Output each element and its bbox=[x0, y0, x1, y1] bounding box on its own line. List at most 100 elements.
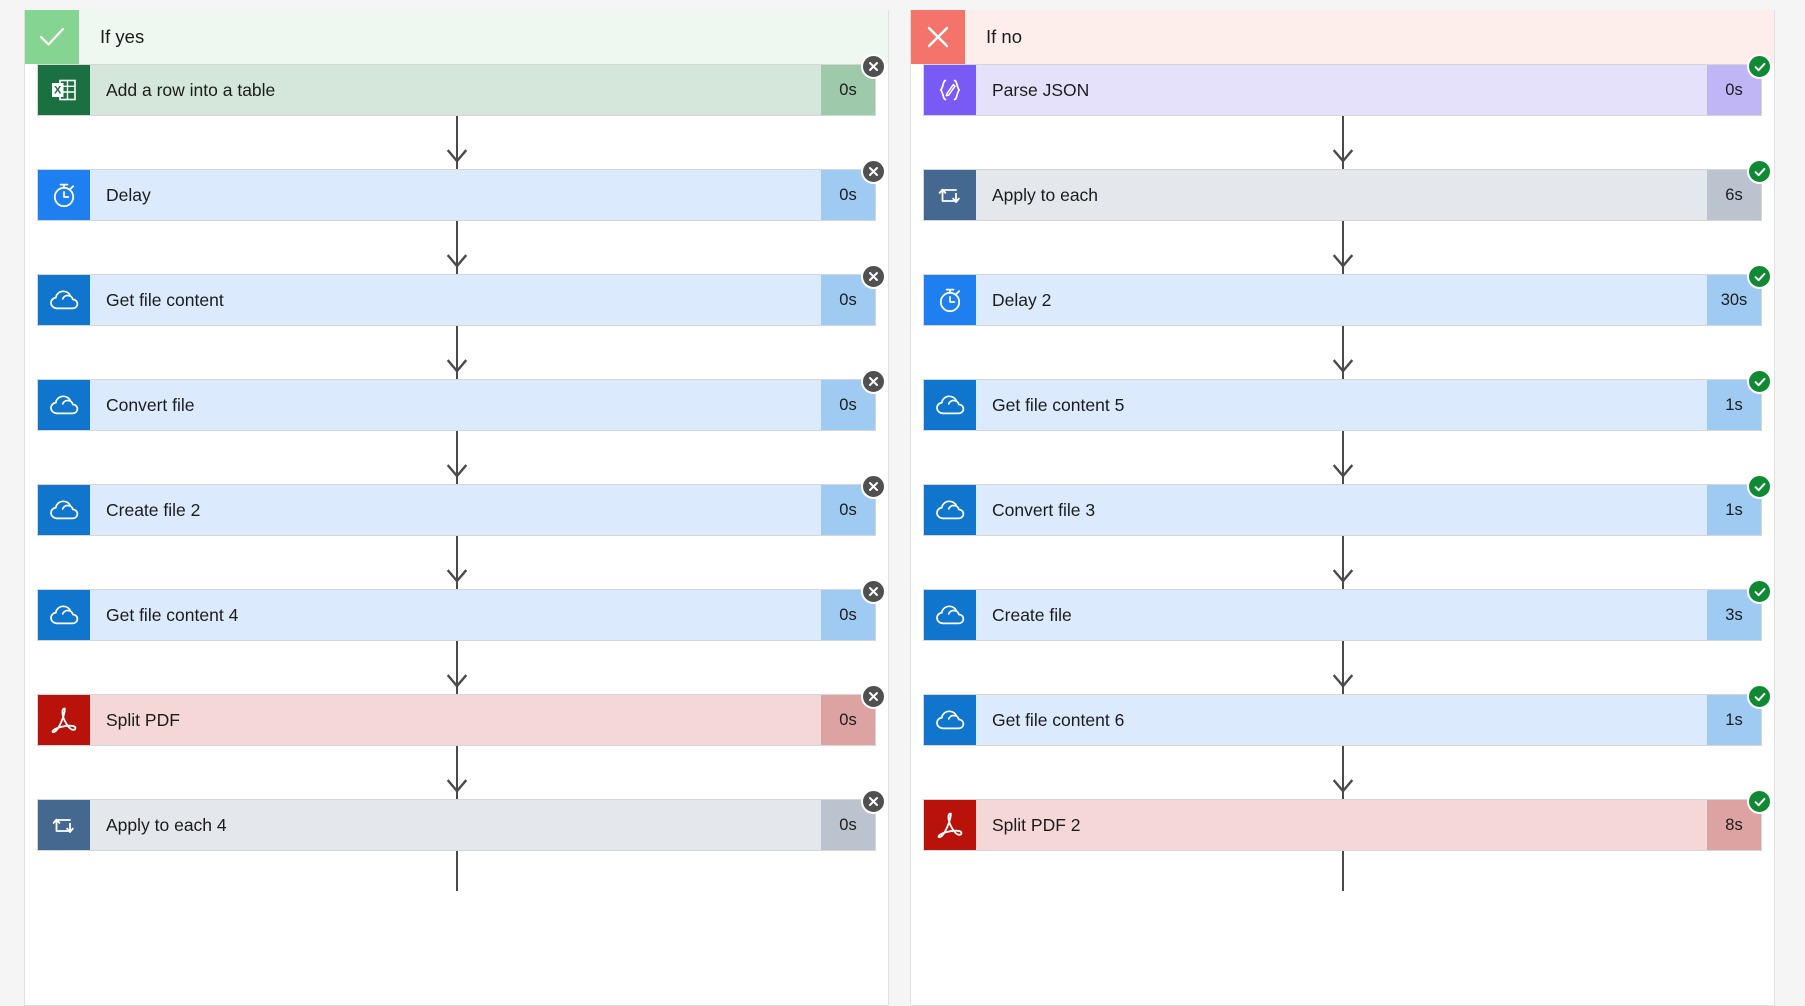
status-badge-succeeded[interactable] bbox=[1747, 579, 1772, 604]
step-connector bbox=[37, 851, 876, 891]
pdf-icon bbox=[38, 695, 90, 745]
step-connector bbox=[37, 116, 876, 169]
step-item: Create file 2 0s bbox=[37, 474, 886, 536]
badge-cancel-icon bbox=[869, 377, 878, 386]
connector-arrow-icon bbox=[1332, 779, 1353, 793]
stopwatch-icon bbox=[53, 183, 75, 208]
connector-line bbox=[1341, 431, 1344, 484]
action-card[interactable]: Get file content 0s bbox=[37, 264, 886, 326]
action-card[interactable]: Convert file 3 1s bbox=[923, 474, 1772, 536]
loop-icon bbox=[52, 818, 74, 833]
step-connector bbox=[37, 641, 876, 694]
connector-arrow-icon bbox=[1332, 359, 1353, 373]
action-card[interactable]: Get file content 4 0s bbox=[37, 579, 886, 641]
connector-arrowhead bbox=[446, 464, 468, 480]
connector-arrow-icon bbox=[446, 779, 467, 793]
onedrive-icon bbox=[38, 590, 90, 640]
action-title: Create file bbox=[992, 604, 1072, 625]
action-card[interactable]: Create file 3s bbox=[923, 579, 1772, 641]
connector-line bbox=[455, 326, 458, 379]
badge-ok-icon bbox=[1754, 272, 1765, 281]
step-item: X Add a row into a table 0s bbox=[37, 54, 886, 116]
badge-ok-icon bbox=[1754, 377, 1765, 386]
step-connector bbox=[37, 221, 876, 274]
connector-arrowhead bbox=[446, 254, 468, 270]
action-title: Convert file 3 bbox=[992, 499, 1096, 520]
action-card[interactable]: Split PDF 0s bbox=[37, 684, 886, 746]
step-item: Split PDF 0s bbox=[37, 684, 886, 746]
branch-panel-if-yes: If yes X Add a row into a table 0s bbox=[24, 10, 889, 1006]
badge-ok-icon bbox=[1754, 692, 1765, 701]
connector-arrowhead bbox=[1332, 149, 1354, 165]
step-connector bbox=[923, 326, 1762, 379]
status-badge-succeeded[interactable] bbox=[1747, 684, 1772, 709]
action-card[interactable]: X Add a row into a table 0s bbox=[37, 54, 886, 116]
action-card[interactable]: Convert file 0s bbox=[37, 369, 886, 431]
step-connector bbox=[37, 431, 876, 484]
connector-line bbox=[455, 116, 458, 169]
action-card[interactable]: Delay 2 30s bbox=[923, 264, 1772, 326]
step-item: Convert file 0s bbox=[37, 369, 886, 431]
action-card[interactable]: Get file content 6 1s bbox=[923, 684, 1772, 746]
json-icon bbox=[924, 65, 976, 115]
status-badge-succeeded[interactable] bbox=[1747, 789, 1772, 814]
pdf-icon bbox=[937, 812, 963, 839]
status-badge-cancelled[interactable] bbox=[861, 159, 886, 184]
status-badge-cancelled[interactable] bbox=[861, 789, 886, 814]
step-item: Apply to each 6s bbox=[923, 159, 1772, 221]
connector-arrowhead bbox=[446, 149, 468, 165]
action-card[interactable]: Delay 0s bbox=[37, 159, 886, 221]
status-badge-cancelled[interactable] bbox=[861, 474, 886, 499]
stopwatch-icon bbox=[939, 288, 961, 313]
loop-icon bbox=[38, 800, 90, 850]
status-badge-succeeded[interactable] bbox=[1747, 369, 1772, 394]
step-connector bbox=[923, 851, 1762, 891]
status-badge-cancelled[interactable] bbox=[861, 684, 886, 709]
status-badge-cancelled[interactable] bbox=[861, 369, 886, 394]
action-card[interactable]: Parse JSON 0s bbox=[923, 54, 1772, 116]
step-item: Apply to each 4 0s bbox=[37, 789, 886, 851]
action-title: Get file content 5 bbox=[992, 394, 1125, 415]
connector-arrowhead bbox=[1332, 359, 1354, 375]
stopwatch-icon bbox=[38, 170, 90, 220]
branch-header-if-yes[interactable]: If yes bbox=[25, 10, 888, 64]
onedrive-icon bbox=[924, 485, 976, 535]
action-card[interactable]: Split PDF 2 8s bbox=[923, 789, 1772, 851]
step-item: Split PDF 2 8s bbox=[923, 789, 1772, 851]
status-badge-succeeded[interactable] bbox=[1747, 264, 1772, 289]
connector-line bbox=[455, 746, 458, 799]
status-badge-succeeded[interactable] bbox=[1747, 159, 1772, 184]
connector-line bbox=[1341, 326, 1344, 379]
badge-cancel-icon bbox=[869, 167, 878, 176]
status-badge-cancelled[interactable] bbox=[861, 579, 886, 604]
action-card[interactable]: Get file content 5 1s bbox=[923, 369, 1772, 431]
connector-arrowhead bbox=[446, 359, 468, 375]
badge-ok-icon bbox=[1754, 797, 1765, 806]
action-title: Convert file bbox=[106, 394, 195, 415]
branch-label: If yes bbox=[79, 10, 888, 64]
step-connector bbox=[923, 746, 1762, 799]
connector-line bbox=[455, 536, 458, 589]
action-title: Get file content bbox=[106, 289, 224, 310]
onedrive-icon bbox=[50, 395, 79, 415]
connector-arrow-icon bbox=[446, 569, 467, 583]
status-badge-succeeded[interactable] bbox=[1747, 54, 1772, 79]
status-badge-cancelled[interactable] bbox=[861, 264, 886, 289]
action-card[interactable]: Create file 2 0s bbox=[37, 474, 886, 536]
action-title: Get file content 6 bbox=[992, 709, 1125, 730]
action-title: Apply to each 4 bbox=[106, 814, 227, 835]
action-card[interactable]: Apply to each 6s bbox=[923, 159, 1772, 221]
status-badge-succeeded[interactable] bbox=[1747, 474, 1772, 499]
step-item: Get file content 6 1s bbox=[923, 684, 1772, 746]
onedrive-icon bbox=[38, 485, 90, 535]
connector-line bbox=[455, 851, 458, 891]
action-title: Create file 2 bbox=[106, 499, 201, 520]
connector-arrowhead bbox=[446, 569, 468, 585]
close-icon bbox=[927, 26, 949, 48]
branch-header-if-no[interactable]: If no bbox=[911, 10, 1774, 64]
status-badge-cancelled[interactable] bbox=[861, 54, 886, 79]
svg-text:X: X bbox=[54, 85, 62, 97]
connector-arrowhead bbox=[446, 674, 468, 690]
connector-line bbox=[455, 431, 458, 484]
action-card[interactable]: Apply to each 4 0s bbox=[37, 789, 886, 851]
